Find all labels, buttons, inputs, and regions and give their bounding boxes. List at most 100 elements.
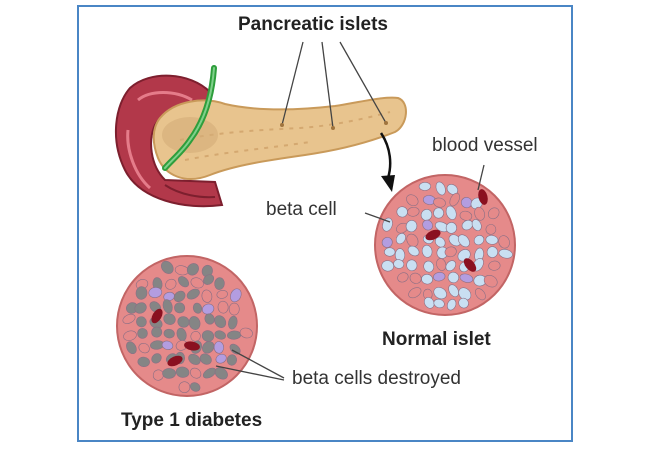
blood-vessel	[151, 308, 163, 324]
bile-duct	[162, 65, 217, 171]
islet-cell	[137, 356, 150, 368]
islet-cell	[217, 300, 229, 314]
islet-cell	[163, 313, 176, 325]
islet-cell	[188, 353, 201, 365]
islet-cell	[422, 219, 433, 231]
islet-cell	[138, 342, 150, 354]
islet-cell	[448, 284, 459, 298]
islet-cell	[152, 369, 164, 381]
blood-vessel	[425, 229, 441, 241]
islet-cell	[406, 194, 419, 207]
islet-cell	[436, 258, 447, 271]
islet-cell	[395, 233, 406, 245]
islet-cell	[447, 271, 460, 284]
islet-cell	[190, 382, 201, 392]
islet-cell	[406, 259, 418, 272]
blood-vessel	[167, 355, 183, 367]
islet-cell	[190, 331, 201, 342]
islet-cell	[448, 234, 462, 247]
islet-cell	[229, 343, 241, 355]
normal-islet-label: Normal islet	[382, 329, 491, 350]
islet-cell	[135, 286, 148, 300]
islet-cell	[137, 328, 148, 339]
islet-cell	[407, 245, 420, 257]
blood-vessel	[478, 189, 488, 205]
islet-cell	[126, 341, 137, 355]
islet-cell	[498, 235, 510, 249]
islet-cell	[214, 315, 227, 328]
islet-cell	[423, 296, 435, 309]
islet-cell	[199, 353, 212, 365]
islet-cell	[213, 341, 225, 354]
islet-cell	[420, 209, 433, 221]
normal-islet	[374, 174, 516, 316]
islet-cell	[444, 246, 457, 258]
islet-cell	[445, 205, 457, 220]
islet-cell	[122, 313, 136, 324]
islet-cell	[406, 233, 419, 248]
blood-vessel-label: blood vessel	[432, 135, 538, 156]
islet-cell	[433, 207, 445, 219]
islet-cell	[421, 244, 433, 258]
blood-vessel	[463, 258, 477, 272]
islet-cell	[449, 192, 460, 207]
islet-cell	[381, 260, 394, 272]
islet-cell	[459, 273, 474, 283]
islet-cell	[136, 316, 147, 328]
islet-cell	[445, 260, 457, 272]
islet-cell	[161, 340, 174, 350]
islet-cell	[162, 299, 173, 314]
islet-cell	[123, 330, 137, 341]
islet-cell	[458, 297, 469, 309]
islet-cell	[485, 224, 497, 235]
islet-cell	[173, 290, 186, 303]
islet-cell	[384, 247, 396, 257]
islet-cell	[239, 327, 253, 339]
islet-cell	[162, 368, 176, 379]
islet-cell	[204, 313, 215, 325]
islet-cell	[230, 288, 242, 303]
islet-cell	[435, 181, 446, 196]
islet-cell	[148, 287, 163, 298]
islet-cell	[163, 328, 175, 339]
islet-cell	[485, 235, 499, 245]
islet-cell	[175, 366, 190, 378]
diabetic-islet	[116, 255, 258, 397]
islet-cell	[393, 259, 405, 269]
beta-cells-destroyed-label: beta cells destroyed	[292, 368, 461, 389]
islet-cell	[473, 235, 485, 246]
islet-cell	[486, 246, 499, 258]
islet-leader-lines	[281, 41, 387, 129]
islet-cell	[458, 287, 472, 301]
islet-cell	[214, 367, 228, 380]
islet-cell	[433, 287, 447, 300]
islet-cell	[186, 288, 200, 300]
islet-cell	[177, 276, 190, 288]
islet-cell	[151, 353, 162, 364]
islet-cell	[433, 272, 446, 282]
islet-cell	[228, 302, 240, 316]
islet-cell	[215, 353, 227, 364]
islet-cell	[190, 277, 204, 289]
islet-cell	[433, 197, 446, 208]
blood-vessel	[184, 341, 200, 351]
pancreatic-islets-label: Pancreatic islets	[238, 14, 388, 35]
islet-cell	[483, 274, 498, 288]
islet-cell	[201, 289, 213, 303]
pointer-arrow-icon	[379, 132, 395, 192]
islet-cell	[228, 315, 238, 330]
islet-cell	[214, 330, 226, 340]
islet-cell	[165, 278, 177, 290]
islet-cell	[487, 207, 500, 220]
label-leader-lines	[215, 164, 485, 381]
islet-cell	[421, 273, 433, 285]
islet-cell	[474, 288, 486, 301]
islet-cell	[382, 217, 393, 232]
islet-cell	[445, 222, 458, 234]
islet-cell	[488, 260, 501, 271]
islet-cell	[471, 219, 482, 232]
islet-cell	[202, 341, 215, 354]
islet-cell	[151, 326, 163, 338]
islet-cell	[409, 272, 422, 284]
islet-cell	[161, 260, 174, 274]
